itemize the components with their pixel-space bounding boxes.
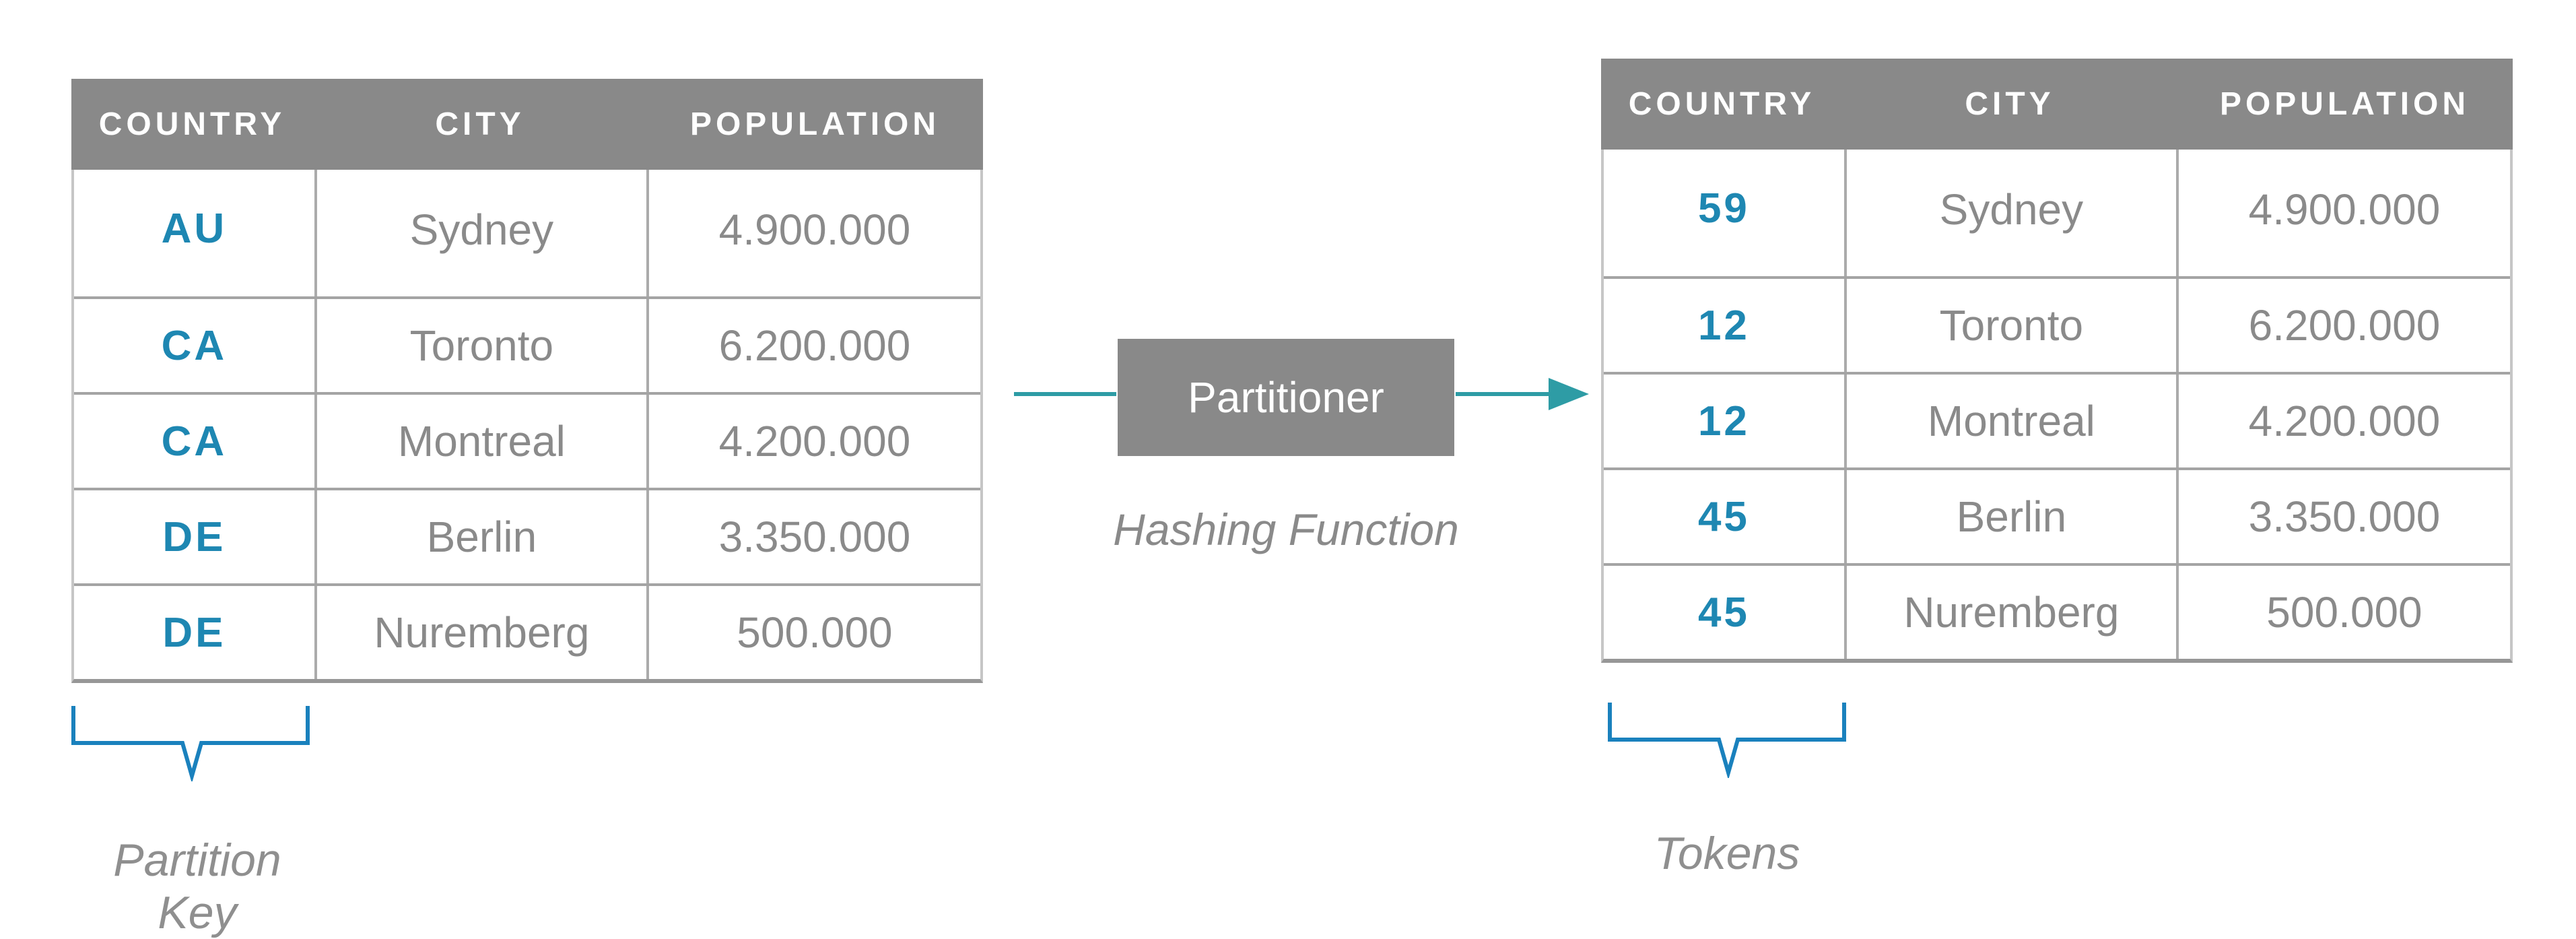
table-row: AU Sydney 4.900.000 <box>74 170 980 296</box>
token-cell: 12 <box>1697 302 1750 349</box>
population-cell: 4.200.000 <box>646 395 980 488</box>
arrowhead-icon <box>1549 378 1589 410</box>
table-row: 45 Nuremberg 500.000 <box>1604 563 2510 659</box>
source-table: COUNTRY CITY POPULATION AU Sydney 4.900.… <box>71 79 983 683</box>
table-row: 12 Montreal 4.200.000 <box>1604 372 2510 467</box>
table-row: DE Berlin 3.350.000 <box>74 488 980 583</box>
city-cell: Toronto <box>1843 279 2176 372</box>
column-header-city: CITY <box>435 106 525 142</box>
partition-key-cell: CA <box>161 418 228 465</box>
partitioner-box: Partitioner <box>1118 339 1454 456</box>
city-cell: Nuremberg <box>314 586 646 679</box>
column-header-population: POPULATION <box>689 106 941 142</box>
partition-key-brace-icon <box>71 706 310 781</box>
population-cell: 4.900.000 <box>2175 150 2510 276</box>
table-row: CA Montreal 4.200.000 <box>74 392 980 488</box>
population-cell: 6.200.000 <box>646 299 980 392</box>
table-row: 59 Sydney 4.900.000 <box>1604 150 2510 276</box>
tokens-brace-icon <box>1608 703 1846 778</box>
tokenized-table: COUNTRY CITY POPULATION 59 Sydney 4.900.… <box>1601 59 2513 663</box>
source-table-header-row: COUNTRY CITY POPULATION <box>71 79 983 170</box>
hashing-function-label: Hashing Function <box>1113 505 1459 554</box>
population-cell: 4.900.000 <box>646 170 980 296</box>
population-cell: 500.000 <box>646 586 980 679</box>
token-cell: 45 <box>1697 589 1750 636</box>
population-cell: 6.200.000 <box>2175 279 2510 372</box>
partition-key-cell: DE <box>162 609 226 656</box>
city-cell: Sydney <box>314 170 646 296</box>
city-cell: Montreal <box>314 395 646 488</box>
population-cell: 3.350.000 <box>2175 470 2510 563</box>
table-row: 12 Toronto 6.200.000 <box>1604 276 2510 372</box>
population-cell: 500.000 <box>2175 566 2510 659</box>
table-row: DE Nuremberg 500.000 <box>74 583 980 679</box>
column-header-country: COUNTRY <box>1628 86 1816 122</box>
population-cell: 3.350.000 <box>646 490 980 583</box>
partition-key-cell: CA <box>161 322 228 369</box>
table-row: 45 Berlin 3.350.000 <box>1604 467 2510 563</box>
city-cell: Nuremberg <box>1843 566 2176 659</box>
column-header-population: POPULATION <box>2219 86 2470 122</box>
city-cell: Berlin <box>314 490 646 583</box>
population-cell: 4.200.000 <box>2175 375 2510 467</box>
tokenized-table-header-row: COUNTRY CITY POPULATION <box>1601 59 2513 150</box>
partitioner-label: Partitioner <box>1188 373 1384 422</box>
token-cell: 45 <box>1697 493 1750 540</box>
token-cell: 12 <box>1697 397 1750 445</box>
token-cell: 59 <box>1697 185 1750 232</box>
column-header-country: COUNTRY <box>98 106 286 142</box>
source-table-body: AU Sydney 4.900.000 CA Toronto 6.200.000… <box>71 170 983 683</box>
city-cell: Sydney <box>1843 150 2176 276</box>
partition-key-label: Partition Key <box>113 835 281 938</box>
city-cell: Berlin <box>1843 470 2176 563</box>
partition-key-cell: AU <box>161 205 228 252</box>
table-row: CA Toronto 6.200.000 <box>74 296 980 392</box>
partition-key-cell: DE <box>162 513 226 560</box>
city-cell: Toronto <box>314 299 646 392</box>
tokens-label: Tokens <box>1654 828 1800 879</box>
tokenized-table-body: 59 Sydney 4.900.000 12 Toronto 6.200.000… <box>1601 150 2513 663</box>
column-header-city: CITY <box>1965 86 2055 122</box>
city-cell: Montreal <box>1843 375 2176 467</box>
flow-arrow <box>1014 378 1589 410</box>
